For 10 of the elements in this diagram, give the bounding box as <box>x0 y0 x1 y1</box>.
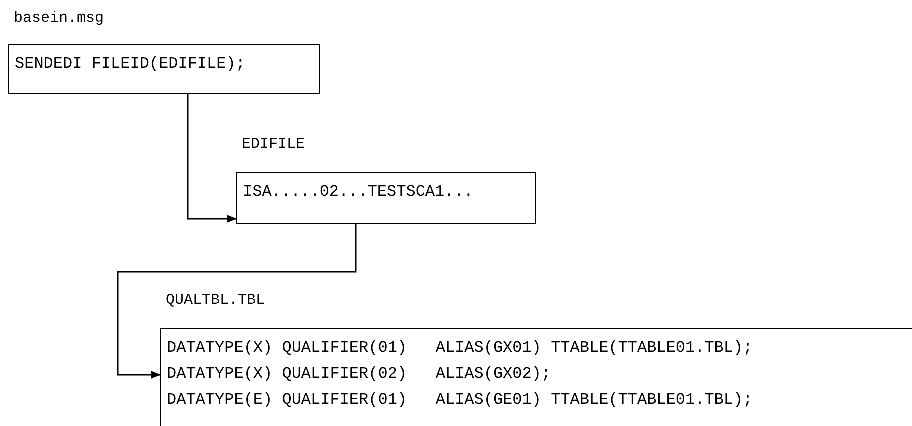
connector-arrow <box>187 94 237 223</box>
connector-arrow <box>117 224 357 379</box>
code-line: SENDEDI FILEID(EDIFILE); <box>15 54 246 75</box>
code-line: DATATYPE(X) QUALIFIER(02) ALIAS(GX02); <box>167 364 552 385</box>
file-name-label: basein.msg <box>14 10 104 28</box>
code-line: DATATYPE(X) QUALIFIER(01) ALIAS(GX01) TTABLE(TTABLE01.TBL); <box>167 338 754 359</box>
file-name-label: QUALTBL.TBL <box>166 292 266 310</box>
code-line: ISA.....02...TESTSCA1... <box>243 182 474 203</box>
code-line: DATATYPE(E) QUALIFIER(01) ALIAS(GE01) TTABLE(TTABLE01.TBL); <box>167 390 754 411</box>
file-name-label: EDIFILE <box>242 136 306 154</box>
